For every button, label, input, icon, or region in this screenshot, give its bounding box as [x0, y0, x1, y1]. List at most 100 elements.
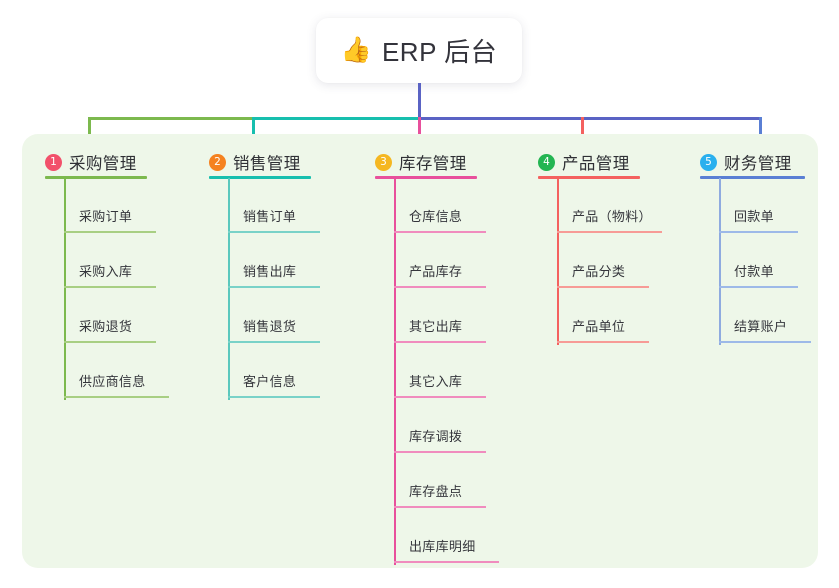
leaf-label: 销售订单 — [243, 209, 297, 224]
leaf-rule — [394, 506, 486, 508]
leaf-node[interactable]: 采购入库 — [64, 233, 156, 288]
branches-panel — [22, 134, 818, 568]
leaf-node[interactable]: 产品单位 — [557, 288, 649, 343]
branch-rule-1 — [45, 176, 147, 179]
connector-drop-5 — [759, 117, 762, 150]
branch-spine-4 — [557, 178, 559, 345]
connector-drop-4 — [581, 117, 584, 150]
leaf-label: 库存盘点 — [409, 484, 463, 499]
connector-bus-blue — [418, 117, 761, 120]
branch-header-2[interactable]: 2 销售管理 — [209, 150, 301, 174]
branch-spine-5 — [719, 178, 721, 345]
branch-header-5[interactable]: 5 财务管理 — [700, 150, 792, 174]
leaf-node[interactable]: 产品分类 — [557, 233, 649, 288]
branch-spine-3 — [394, 178, 396, 565]
branch-rule-4 — [538, 176, 640, 179]
leaf-label: 其它出库 — [409, 319, 463, 334]
leaf-label: 出库库明细 — [409, 539, 476, 554]
connector-drop-1 — [88, 117, 91, 150]
leaf-node[interactable]: 采购订单 — [64, 178, 156, 233]
leaf-rule — [719, 231, 798, 233]
leaf-node[interactable]: 回款单 — [719, 178, 798, 233]
leaf-label: 供应商信息 — [79, 374, 146, 389]
leaf-rule — [719, 286, 798, 288]
branch-title-1: 采购管理 — [69, 155, 137, 173]
connector-root-stem — [418, 83, 421, 118]
leaf-node[interactable]: 其它出库 — [394, 288, 486, 343]
connector-drop-2 — [252, 117, 255, 150]
root-node[interactable]: 👍 ERP 后台 — [316, 18, 522, 83]
leaf-label: 产品单位 — [572, 319, 626, 334]
leaf-node[interactable]: 销售出库 — [228, 233, 320, 288]
branch-header-1[interactable]: 1 采购管理 — [45, 150, 137, 174]
leaf-node[interactable]: 仓库信息 — [394, 178, 486, 233]
leaf-rule — [557, 231, 662, 233]
leaf-node[interactable]: 出库库明细 — [394, 508, 499, 563]
leaf-node[interactable]: 结算账户 — [719, 288, 811, 343]
leaf-label: 采购退货 — [79, 319, 133, 334]
leaf-label: 产品分类 — [572, 264, 626, 279]
leaf-label: 客户信息 — [243, 374, 297, 389]
leaf-label: 付款单 — [734, 264, 774, 279]
branch-title-2: 销售管理 — [233, 155, 301, 173]
branch-number-badge-3: 3 — [375, 153, 392, 171]
branch-spine-2 — [228, 178, 230, 400]
leaf-node[interactable]: 库存调拨 — [394, 398, 486, 453]
branch-number-badge-2: 2 — [209, 153, 226, 171]
leaf-rule — [64, 396, 169, 398]
leaf-node[interactable]: 销售订单 — [228, 178, 320, 233]
leaf-label: 采购入库 — [79, 264, 133, 279]
leaf-rule — [394, 341, 486, 343]
leaf-label: 采购订单 — [79, 209, 133, 224]
leaf-rule — [64, 231, 156, 233]
leaf-label: 产品库存 — [409, 264, 463, 279]
connector-bus-green — [88, 117, 254, 120]
leaf-node[interactable]: 采购退货 — [64, 288, 156, 343]
leaf-label: 结算账户 — [734, 319, 788, 334]
leaf-rule — [719, 341, 811, 343]
leaf-label: 回款单 — [734, 209, 774, 224]
leaf-rule — [394, 451, 486, 453]
leaf-node[interactable]: 产品库存 — [394, 233, 486, 288]
leaf-rule — [557, 341, 649, 343]
leaf-rule — [394, 396, 486, 398]
branch-rule-2 — [209, 176, 311, 179]
branch-header-4[interactable]: 4 产品管理 — [538, 150, 630, 174]
leaf-label: 仓库信息 — [409, 209, 463, 224]
leaf-rule — [394, 561, 499, 563]
leaf-rule — [228, 286, 320, 288]
leaf-node[interactable]: 付款单 — [719, 233, 798, 288]
leaf-rule — [228, 341, 320, 343]
thumbs-up-icon: 👍 — [340, 36, 372, 64]
root-node-title: ERP 后台 — [381, 37, 498, 67]
branch-number-badge-5: 5 — [700, 153, 717, 171]
connector-bus-teal — [252, 117, 420, 120]
leaf-rule — [64, 286, 156, 288]
leaf-node[interactable]: 销售退货 — [228, 288, 320, 343]
leaf-label: 其它入库 — [409, 374, 463, 389]
leaf-label: 产品（物料） — [572, 209, 652, 224]
leaf-node[interactable]: 其它入库 — [394, 343, 486, 398]
branch-title-4: 产品管理 — [562, 155, 630, 173]
branch-spine-1 — [64, 178, 66, 400]
branch-number-badge-1: 1 — [45, 153, 62, 171]
leaf-label: 销售退货 — [243, 319, 297, 334]
leaf-rule — [228, 231, 320, 233]
branch-rule-5 — [700, 176, 805, 179]
leaf-node[interactable]: 客户信息 — [228, 343, 320, 398]
leaf-rule — [228, 396, 320, 398]
branch-title-5: 财务管理 — [724, 155, 792, 173]
leaf-rule — [394, 231, 486, 233]
leaf-node[interactable]: 库存盘点 — [394, 453, 486, 508]
leaf-rule — [394, 286, 486, 288]
leaf-node[interactable]: 产品（物料） — [557, 178, 662, 233]
leaf-label: 库存调拨 — [409, 429, 463, 444]
branch-number-badge-4: 4 — [538, 153, 555, 171]
leaf-rule — [64, 341, 156, 343]
branch-title-3: 库存管理 — [399, 155, 467, 173]
branch-rule-3 — [375, 176, 477, 179]
leaf-node[interactable]: 供应商信息 — [64, 343, 169, 398]
branch-header-3[interactable]: 3 库存管理 — [375, 150, 467, 174]
leaf-label: 销售出库 — [243, 264, 297, 279]
